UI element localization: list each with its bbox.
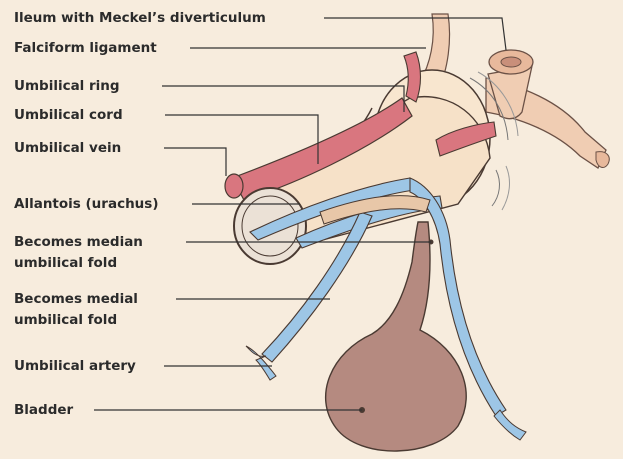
label-becomes-medial-line1: Becomes medial: [14, 289, 138, 310]
label-ileum: Ileum with Meckel’s diverticulum: [14, 8, 266, 28]
label-becomes-median-line2: umbilical fold: [14, 253, 117, 274]
label-umbilical-cord: Umbilical cord: [14, 105, 123, 125]
label-bladder: Bladder: [14, 400, 73, 420]
ileum-with-diverticulum: [486, 50, 609, 168]
label-becomes-medial-line2: umbilical fold: [14, 310, 117, 331]
label-allantois: Allantois (urachus): [14, 194, 159, 214]
label-umbilical-ring: Umbilical ring: [14, 76, 120, 96]
label-umbilical-artery: Umbilical artery: [14, 356, 136, 376]
label-falciform-ligament: Falciform ligament: [14, 38, 157, 58]
label-umbilical-vein: Umbilical vein: [14, 138, 121, 158]
label-becomes-median-line1: Becomes median: [14, 232, 143, 253]
